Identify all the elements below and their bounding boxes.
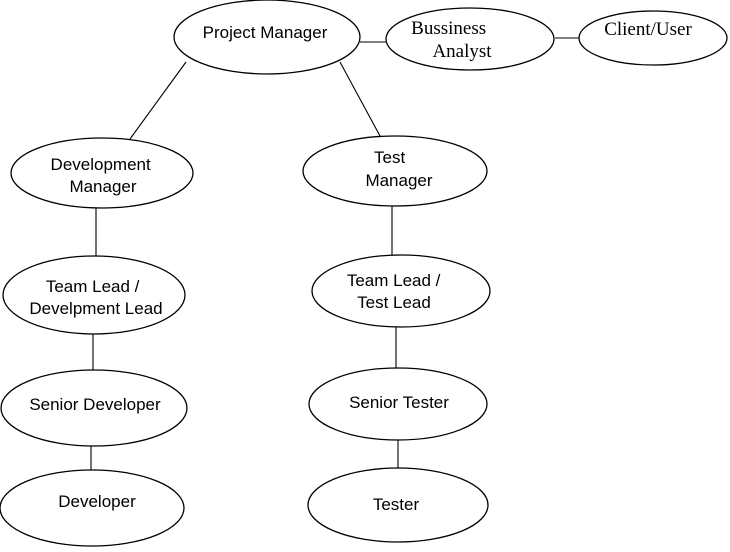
- node-tester-label: Tester: [373, 495, 420, 514]
- node-developer-line-1: Developer: [58, 492, 136, 511]
- connectors: [90, 37, 579, 470]
- node-dev-team-lead-label: Team Lead / Develpment Lead: [29, 277, 162, 318]
- node-tester-line-1: Tester: [373, 495, 420, 514]
- node-senior-developer: Senior Developer: [0, 369, 188, 447]
- node-business-analyst-shape: [385, 7, 555, 71]
- node-dev-team-lead: Team Lead / Develpment Lead: [2, 255, 186, 335]
- node-senior-tester-line-1: Senior Tester: [349, 393, 449, 412]
- node-business-analyst-label: Bussiness Analyst: [411, 18, 492, 62]
- node-developer-label: Developer: [58, 492, 136, 511]
- node-business-analyst-line-1: Bussiness: [411, 18, 486, 39]
- node-project-manager-shape: [173, 0, 361, 75]
- node-dev-team-lead-line-2: Develpment Lead: [29, 299, 162, 318]
- node-development-manager-line-2: Manager: [69, 177, 136, 196]
- node-tester-shape: [307, 467, 489, 543]
- node-test-manager-line-2: Manager: [365, 171, 432, 190]
- node-development-manager-shape: [10, 137, 194, 209]
- node-test-team-lead-shape: [311, 254, 491, 328]
- node-project-manager: Project Manager: [173, 0, 361, 75]
- node-test-team-lead-label: Team Lead / Test Lead: [347, 271, 445, 312]
- node-senior-tester-shape: [308, 367, 488, 441]
- node-client-user-label: Client/User: [604, 19, 692, 40]
- node-senior-developer-label: Senior Developer: [29, 395, 161, 414]
- node-developer: Developer: [0, 469, 185, 547]
- node-project-manager-line-1: Project Manager: [203, 23, 328, 42]
- node-test-manager-line-1: Test: [374, 148, 405, 167]
- node-project-manager-label: Project Manager: [203, 23, 328, 42]
- node-dev-team-lead-shape: [2, 255, 186, 335]
- node-business-analyst-line-2: Analyst: [432, 41, 492, 62]
- node-client-user: Client/User: [578, 10, 728, 66]
- node-test-team-lead: Team Lead / Test Lead: [311, 254, 491, 328]
- node-dev-team-lead-line-1: Team Lead /: [46, 277, 140, 296]
- node-development-manager-label: Development Manager: [51, 155, 156, 196]
- node-senior-tester: Senior Tester: [308, 367, 488, 441]
- node-test-manager-shape: [302, 135, 488, 207]
- node-client-user-line-1: Client/User: [604, 19, 692, 40]
- node-test-team-lead-line-1: Team Lead /: [347, 271, 441, 290]
- node-senior-developer-shape: [0, 369, 188, 447]
- node-development-manager-line-1: Development: [51, 155, 151, 174]
- node-developer-shape: [0, 469, 185, 547]
- node-test-manager-label: Test Manager: [365, 148, 432, 190]
- node-development-manager: Development Manager: [10, 137, 194, 209]
- node-client-user-shape: [578, 10, 728, 66]
- node-senior-developer-line-1: Senior Developer: [29, 395, 161, 414]
- node-senior-tester-label: Senior Tester: [349, 393, 449, 412]
- node-tester: Tester: [307, 467, 489, 543]
- node-business-analyst: Bussiness Analyst: [385, 7, 555, 71]
- node-test-manager: Test Manager: [302, 135, 488, 207]
- node-test-team-lead-line-2: Test Lead: [357, 293, 431, 312]
- edge-pm-devmgr: [129, 61, 187, 140]
- edge-pm-testmgr: [339, 61, 381, 137]
